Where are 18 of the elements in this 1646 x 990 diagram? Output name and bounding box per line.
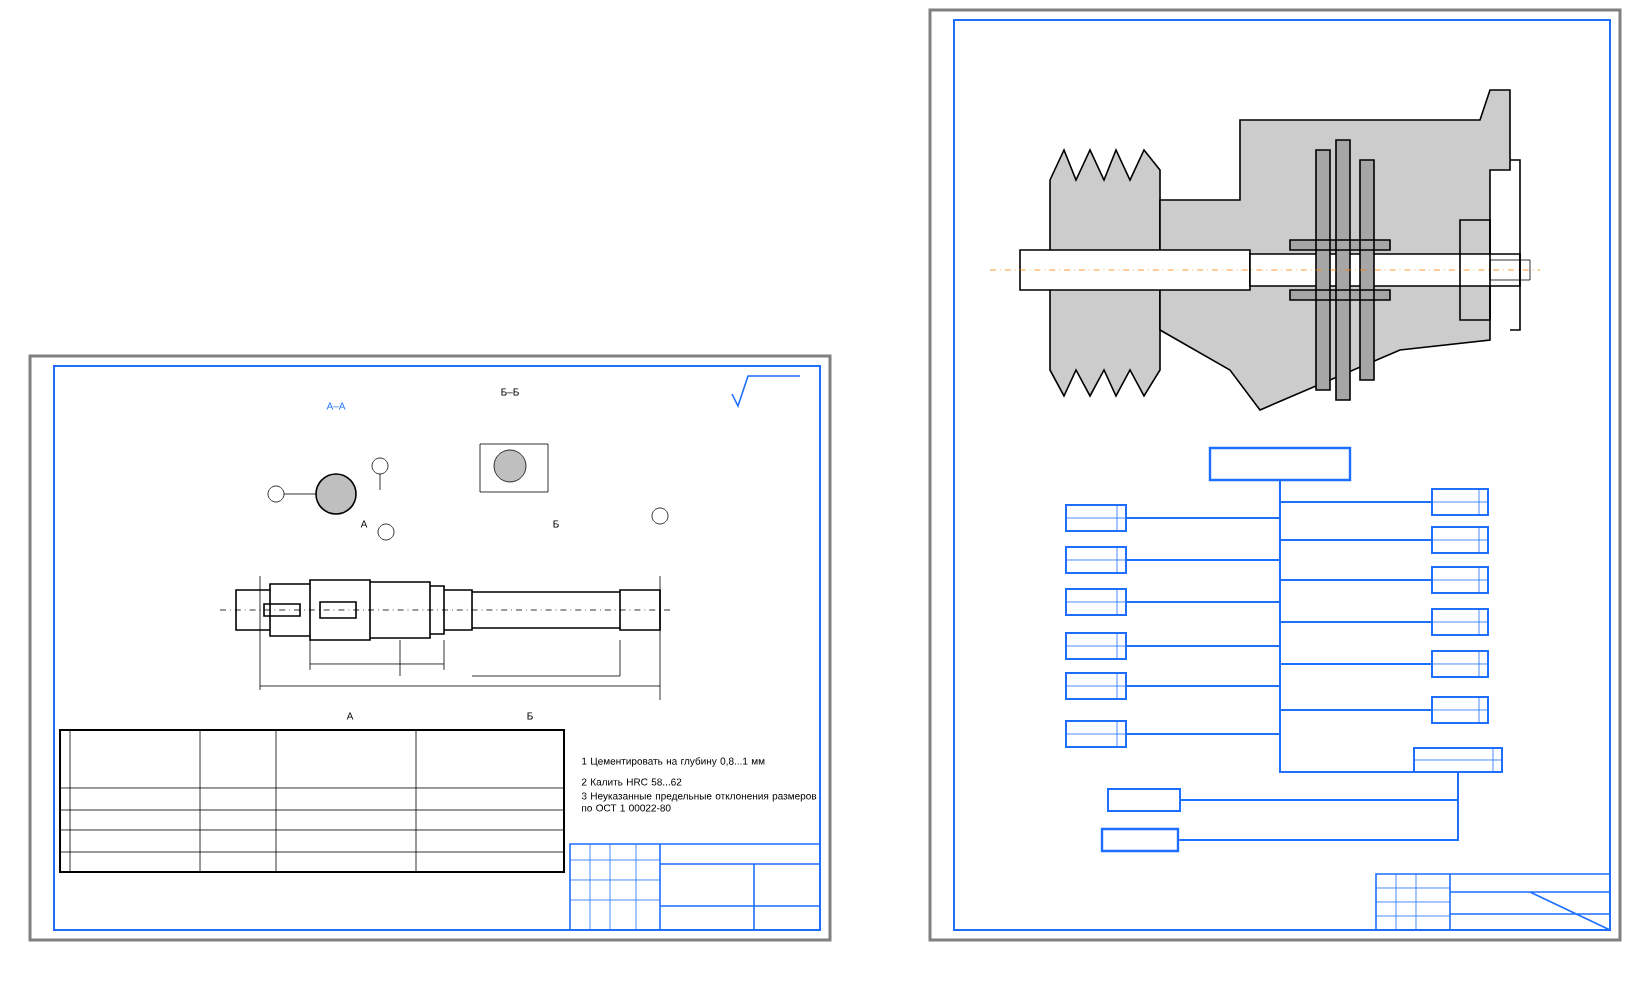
component-box [1107,788,1181,812]
connector-line [1279,480,1459,774]
component-box [1430,565,1490,595]
component-box [1430,525,1490,555]
component-box [1430,695,1490,725]
component-box [1430,649,1490,679]
component-box [1430,487,1490,517]
component-box [1064,503,1128,533]
component-box [1412,746,1504,774]
component-box [1064,719,1128,749]
component-box [1064,587,1128,617]
component-box [1208,446,1352,482]
component-box [1064,631,1128,661]
component-box [1100,827,1180,853]
component-box [1064,545,1128,575]
component-box [1064,671,1128,701]
component-box [1430,607,1490,637]
connector-line [1178,772,1459,841]
